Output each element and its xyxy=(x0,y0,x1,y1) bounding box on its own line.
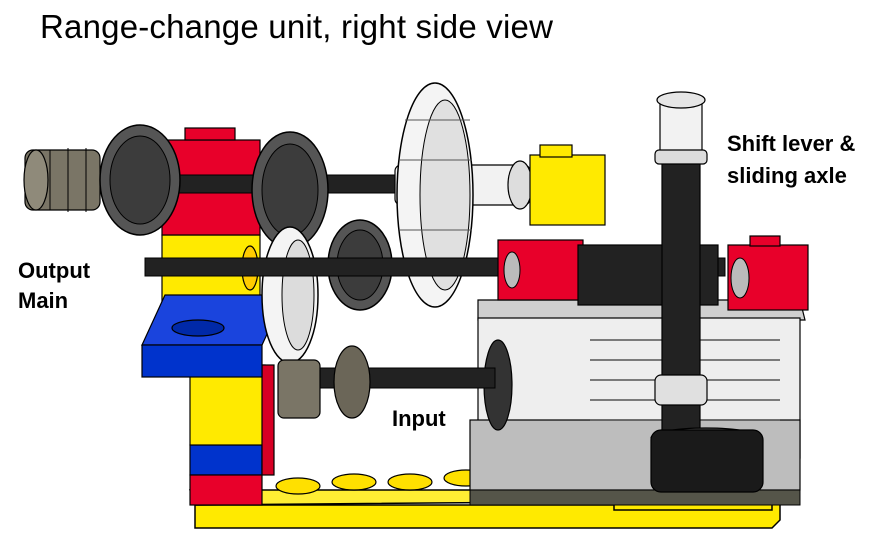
output-label-line-1: Output xyxy=(18,258,91,283)
output-main-label: Output Main xyxy=(18,256,90,316)
white-crown-gear xyxy=(396,82,474,308)
dark-gear-cluster xyxy=(99,124,393,311)
blue-plate xyxy=(141,294,286,378)
white-small-gear xyxy=(261,226,319,364)
shift-lever xyxy=(650,91,764,493)
output-label-line-2: Main xyxy=(18,288,69,313)
shift-label-line-1: Shift lever & xyxy=(727,131,856,156)
shift-lever-label: Shift lever & sliding axle xyxy=(727,128,855,192)
input-axle-assembly xyxy=(277,345,496,419)
output-pinion-gear xyxy=(23,148,101,212)
diagram-title: Range-change unit, right side view xyxy=(40,8,554,45)
left-brick-column xyxy=(161,127,275,506)
shift-label-line-2: sliding axle xyxy=(727,163,847,188)
input-label: Input xyxy=(392,406,446,431)
